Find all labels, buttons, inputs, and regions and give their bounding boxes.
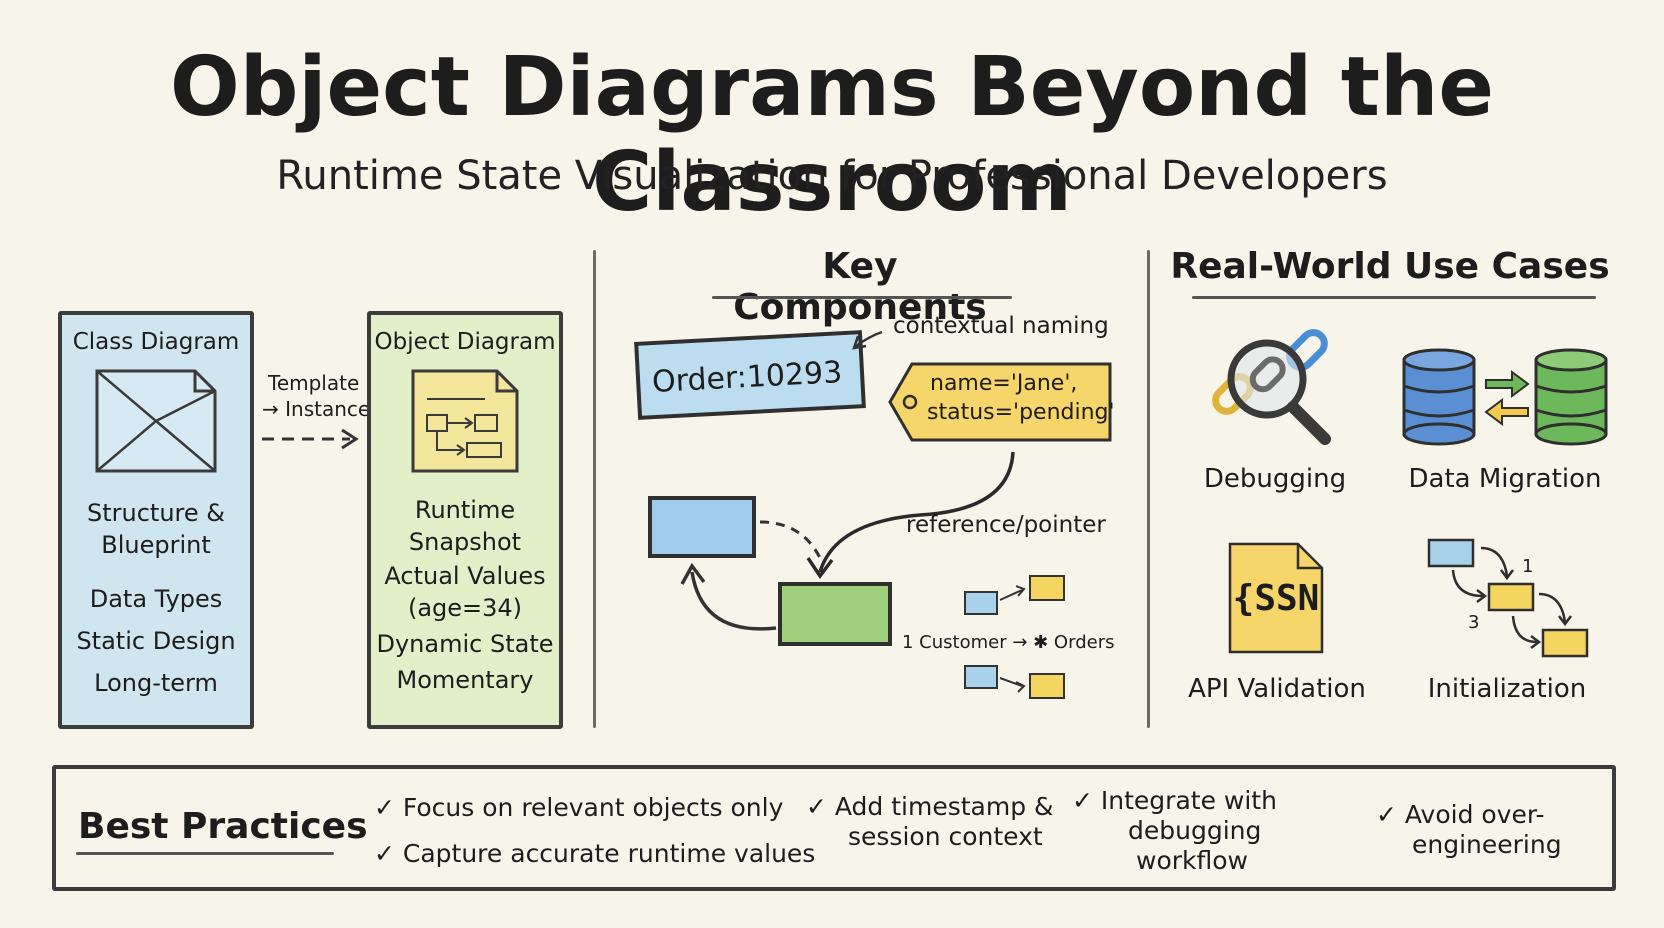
class-line-3: Data Types [89, 585, 223, 613]
class-diagram-icon [95, 369, 217, 473]
class-line-2: Blueprint [101, 531, 211, 559]
object-diagram-title: Object Diagram [374, 329, 556, 355]
best-practices-box [52, 765, 1616, 891]
use-case-initialization: Initialization [1427, 674, 1587, 704]
database-transfer-icon [1402, 348, 1608, 446]
class-line-4: Static Design [76, 627, 236, 655]
use-cases-title: Real-World Use Cases [1170, 246, 1610, 287]
class-line-1: Structure & [87, 499, 225, 527]
template-instance-label: Template → Instance [262, 370, 370, 422]
tag-line-1: name='Jane', [930, 371, 1078, 396]
practice-relevant-objects: ✓ Focus on relevant objects only [374, 793, 784, 822]
use-cases-underline [1192, 296, 1596, 299]
divider-right [1147, 250, 1150, 728]
class-line-5: Long-term [94, 669, 218, 697]
object-line-6: Momentary [396, 666, 534, 694]
class-diagram-title: Class Diagram [72, 329, 240, 355]
key-components-graphic [634, 330, 1112, 699]
flow-sequence-icon [1427, 538, 1589, 658]
json-glyph: {SSN [1232, 578, 1320, 619]
init-number-2: 3 [1468, 612, 1480, 633]
page-subtitle: Runtime State Visualization for Professi… [276, 153, 1388, 199]
object-line-5: Dynamic State [376, 630, 554, 658]
object-line-3: Actual Values [384, 562, 546, 590]
reference-label: reference/pointer [906, 512, 1106, 538]
object-diagram-card: Object Diagram Runtime Snapshot Actual V… [367, 311, 563, 729]
tag-line-2: status='pending' [927, 400, 1115, 425]
key-components-title: Key Components [733, 246, 987, 328]
init-number-1: 1 [1522, 556, 1534, 577]
object-line-4: (age=34) [407, 594, 523, 622]
practice-timestamp: ✓ Add timestamp & [806, 792, 1054, 821]
magnifier-chain-icon [1212, 329, 1331, 445]
dashed-arrow-icon [262, 428, 359, 450]
use-case-api-validation: API Validation [1188, 674, 1366, 704]
object-diagram-icon [411, 369, 519, 473]
practice-avoid: ✓ Avoid over- [1376, 800, 1545, 829]
practice-debugging: debugging [1128, 816, 1262, 845]
class-diagram-card: Class Diagram Structure & Blueprint Data… [58, 311, 254, 729]
arrow-label-1: Template [268, 371, 360, 395]
object-line-1: Runtime [414, 496, 516, 524]
divider-left [593, 250, 596, 728]
practice-workflow: workflow [1136, 846, 1248, 875]
multiplicity-label: 1 Customer → ✱ Orders [902, 632, 1115, 653]
object-line-2: Snapshot [408, 528, 522, 556]
practice-integrate: ✓ Integrate with [1072, 786, 1277, 815]
json-document-icon [1228, 542, 1324, 654]
practice-session-context: session context [848, 822, 1043, 851]
practice-engineering: engineering [1412, 830, 1562, 859]
arrow-label-2: → Instance [262, 397, 371, 421]
contextual-naming-label: contextual naming [893, 313, 1109, 339]
use-case-debugging: Debugging [1203, 464, 1347, 494]
practice-accurate-values: ✓ Capture accurate runtime values [374, 839, 816, 868]
best-practices-title: Best Practices [78, 806, 368, 847]
use-case-data-migration: Data Migration [1408, 464, 1602, 494]
page-title: Object Diagrams Beyond the Classroom [170, 40, 1494, 230]
best-practices-underline [76, 852, 334, 855]
key-components-underline [712, 296, 1012, 299]
